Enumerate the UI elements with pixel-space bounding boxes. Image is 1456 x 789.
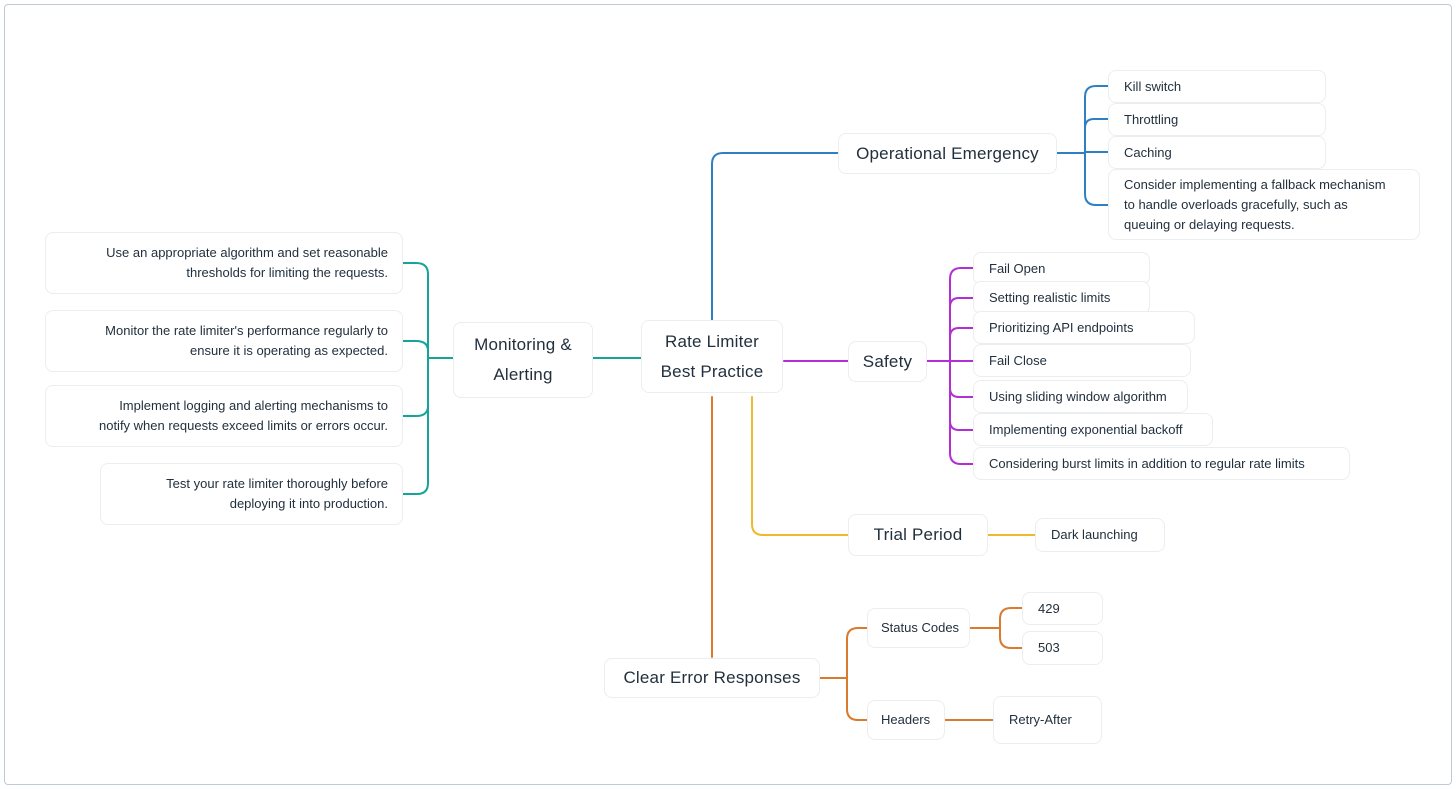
leaf-kill-switch[interactable]: Kill switch	[1108, 70, 1326, 103]
leaf-caching[interactable]: Caching	[1108, 136, 1326, 169]
leaf-throttling[interactable]: Throttling	[1108, 103, 1326, 136]
leaf-burst-limits[interactable]: Considering burst limits in addition to …	[973, 447, 1350, 480]
leaf-monitoring-testing[interactable]: Test your rate limiter thoroughly before…	[100, 463, 403, 525]
node-operational-emergency[interactable]: Operational Emergency	[838, 133, 1057, 174]
bracket-operational-emergency	[1084, 85, 1109, 206]
leaf-503[interactable]: 503	[1022, 631, 1103, 665]
leaf-setting-realistic-limits[interactable]: Setting realistic limits	[973, 281, 1150, 314]
leaf-sliding-window[interactable]: Using sliding window algorithm	[973, 380, 1188, 413]
node-safety[interactable]: Safety	[848, 341, 927, 382]
leaf-429[interactable]: 429	[1022, 592, 1103, 625]
node-trial-period[interactable]: Trial Period	[848, 514, 988, 556]
leaf-fallback-mechanism[interactable]: Consider implementing a fallback mechani…	[1108, 169, 1420, 240]
connector-root-operational-emergency	[711, 152, 839, 322]
hook-sliding-window	[949, 387, 974, 398]
leaf-retry-after[interactable]: Retry-After	[993, 696, 1102, 744]
node-clear-error-responses[interactable]: Clear Error Responses	[604, 658, 820, 698]
leaf-prioritizing-api-endpoints[interactable]: Prioritizing API endpoints	[973, 311, 1195, 344]
leaf-monitoring-logging[interactable]: Implement logging and alerting mechanism…	[45, 385, 403, 447]
leaf-fail-close[interactable]: Fail Close	[973, 344, 1191, 377]
bracket-safety	[949, 267, 974, 465]
node-root[interactable]: Rate Limiter Best Practice	[641, 320, 783, 393]
hook-exponential-backoff	[949, 420, 974, 431]
hook-throttling	[1084, 118, 1109, 129]
hook-monitoring-2	[402, 340, 429, 352]
leaf-monitoring-performance[interactable]: Monitor the rate limiter's performance r…	[45, 310, 403, 372]
node-headers[interactable]: Headers	[867, 700, 945, 740]
connector-root-trial-period	[751, 396, 849, 536]
leaf-exponential-backoff[interactable]: Implementing exponential backoff	[973, 413, 1213, 446]
bracket-clear-errors	[846, 627, 868, 721]
hook-monitoring-3	[402, 405, 429, 417]
bracket-monitoring	[402, 262, 429, 495]
bracket-status-codes	[999, 607, 1023, 649]
leaf-monitoring-algorithm[interactable]: Use an appropriate algorithm and set rea…	[45, 232, 403, 294]
hook-prioritizing	[949, 327, 974, 338]
leaf-fail-open[interactable]: Fail Open	[973, 252, 1150, 285]
node-monitoring-alerting[interactable]: Monitoring & Alerting	[453, 322, 593, 398]
node-status-codes[interactable]: Status Codes	[867, 608, 970, 648]
hook-setting-limits	[949, 297, 974, 308]
leaf-dark-launching[interactable]: Dark launching	[1035, 518, 1165, 552]
